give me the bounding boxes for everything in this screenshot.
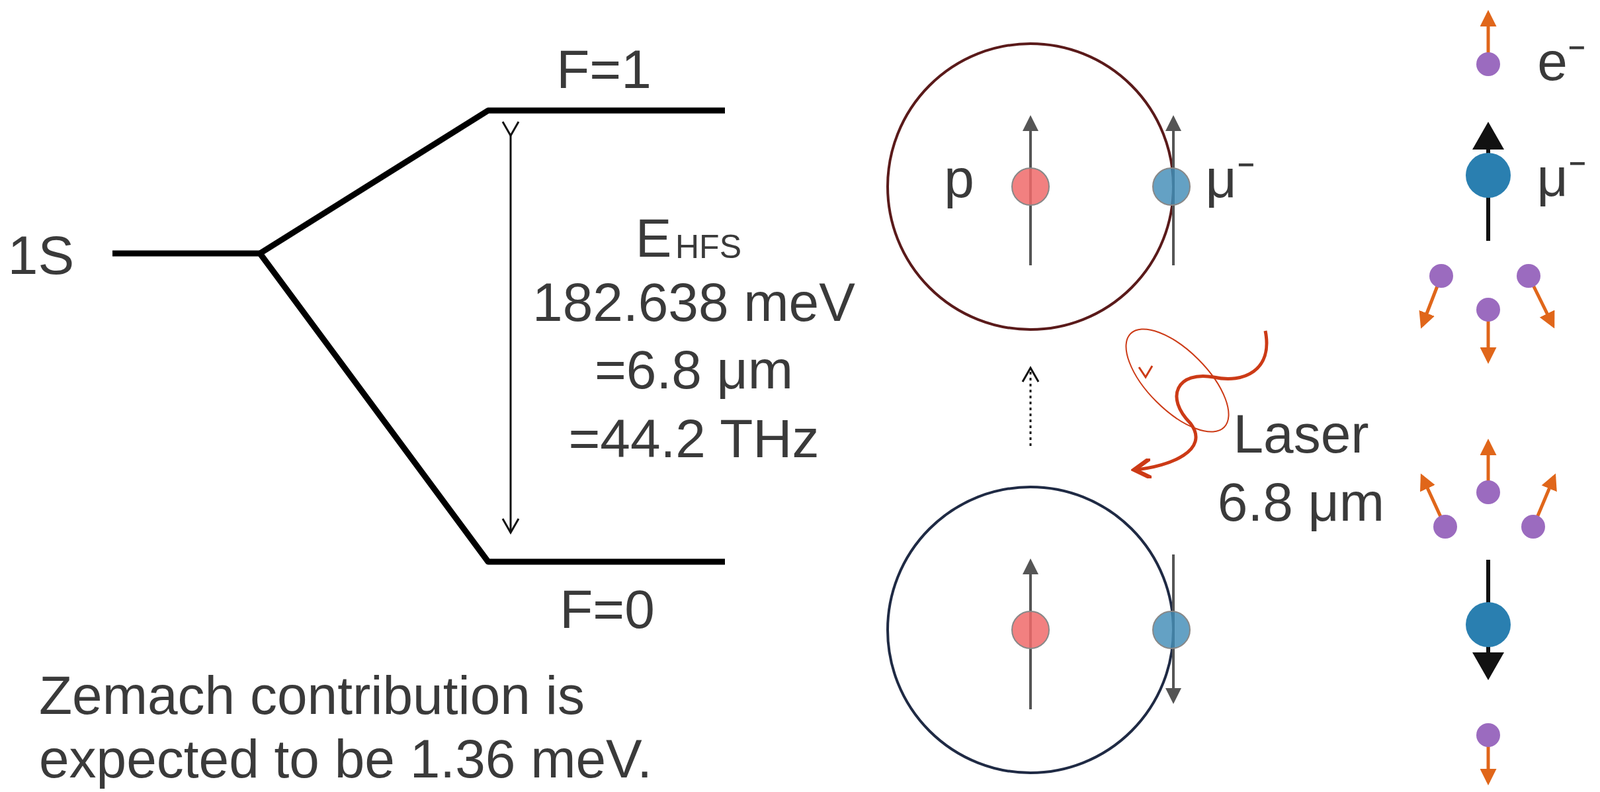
polarization-head [1138,365,1153,378]
level-label: F=1 [556,38,652,101]
frequency-value: =44.2 THz [568,407,819,470]
particle-label: μ⁻ [1205,147,1255,210]
energy-value: 182.638 meV [532,271,856,334]
muon [1152,168,1190,206]
muon [1152,611,1190,649]
energy-levels [112,110,725,562]
atom-orbit-upper [887,43,1174,330]
splitting-arrow [509,135,512,533]
muon [1465,152,1511,198]
polarization-ellipse [1109,312,1245,448]
electrons [1429,52,1546,747]
laser-label: Laser 6.8 μm [1191,399,1411,536]
level-1s [112,250,260,257]
proton [1011,611,1050,649]
atom: pμ⁻ [887,43,1174,330]
atom-orbit-lower [887,486,1174,773]
energy-symbol: E [635,207,673,270]
electron-spins [1422,13,1555,782]
level-label: F=0 [559,578,655,641]
muon [1465,601,1511,647]
particle-label: μ⁻ [1536,146,1587,209]
wavelength-value: =6.8 μm [594,338,794,401]
proton [1011,168,1050,206]
particle-label: p [943,147,975,210]
transition-arrow [1029,367,1032,446]
note: Zemach contribution is expected to be 1.… [39,663,741,791]
particle-label: e⁻ [1537,30,1587,93]
energy-subscript: HFS [675,228,742,267]
level-label: 1S [7,224,75,287]
